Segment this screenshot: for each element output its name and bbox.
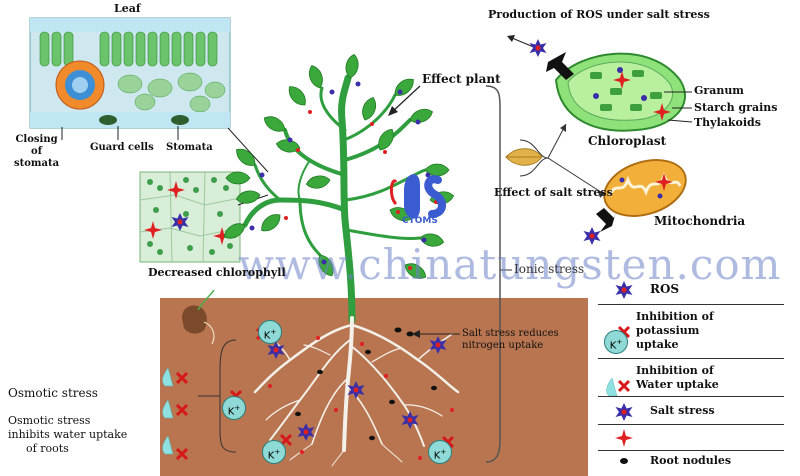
label-thylakoids: Thylakoids	[694, 116, 761, 129]
k-ion-1: K+	[258, 320, 282, 344]
legend-k-ion: K+	[604, 330, 628, 354]
k-ion-2: K+	[222, 396, 246, 420]
legend-water-label: Inhibition of Water uptake	[636, 364, 719, 391]
legend-salt-label: Salt stress	[650, 404, 715, 417]
plant-stress-markers	[249, 81, 438, 270]
label-salt-stress-nitrogen: Salt stress reduces nitrogen uptake	[462, 328, 559, 351]
pointer-leaf-plant	[227, 127, 269, 173]
label-effect-salt-stress: Effect of salt stress	[494, 186, 613, 199]
label-osmotic-stress: Osmotic stress	[8, 386, 98, 400]
k-ion-3: K+	[262, 440, 286, 464]
mitochondria-illustration	[603, 159, 687, 217]
nitrogen-pointer	[412, 330, 460, 338]
legend-potassium-label: Inhibition of potassium uptake	[636, 310, 714, 351]
label-mitochondria: Mitochondria	[654, 214, 746, 228]
legend-ros-label: ROS	[650, 282, 680, 296]
label-stomata: Stomata	[166, 142, 213, 153]
soil-region	[160, 298, 588, 476]
legend-divider-5	[598, 450, 784, 451]
bulb-icon	[182, 289, 215, 345]
legend-divider-3	[598, 396, 784, 397]
label-production-ros: Production of ROS under salt stress	[488, 8, 710, 21]
water-drop-1	[162, 367, 174, 387]
pointer-thylakoids	[667, 119, 693, 123]
legend-divider-2	[598, 358, 784, 359]
water-x-3	[175, 447, 189, 461]
label-chloroplast: Chloroplast	[588, 134, 667, 148]
label-starch-grains: Starch grains	[694, 101, 778, 114]
watermark-text: www.chinatungsten.com	[238, 240, 782, 289]
root-ros-markers	[267, 336, 454, 460]
leaf-cross-section	[29, 17, 231, 129]
label-leaf: Leaf	[114, 2, 141, 15]
label-granum: Granum	[694, 84, 744, 97]
ros-icon-top	[529, 39, 547, 57]
water-x-1	[175, 371, 189, 385]
legend-water-x	[617, 379, 631, 393]
legend-divider-4	[598, 424, 784, 425]
ros-arrow-chloroplast	[546, 52, 574, 80]
label-decreased-chlorophyll: Decreased chlorophyll	[148, 266, 286, 279]
legend-divider-1	[598, 304, 784, 305]
osmotic-brace	[219, 339, 237, 453]
chloroplast-illustration	[554, 52, 687, 132]
label-effect-plant: Effect plant	[422, 72, 501, 86]
root-nodules	[295, 327, 437, 441]
ctoms-logo	[389, 174, 446, 219]
legend-water-drop	[606, 377, 618, 397]
effect-plant-arrow	[388, 85, 421, 116]
label-guard-cells: Guard cells	[90, 142, 154, 153]
legend-salt-icon	[615, 403, 633, 421]
small-leaf-icon	[505, 148, 543, 166]
water-drop-2	[162, 399, 174, 419]
legend-ion-icon	[615, 429, 633, 447]
k-ion-4: K+	[428, 440, 452, 464]
label-ionic-stress: Ionic stress	[514, 262, 585, 276]
label-closing-of-stomata: Closing of stomata	[14, 134, 60, 169]
chlorophyll-cells	[139, 171, 241, 263]
legend-nodule-icon	[620, 458, 628, 464]
logo-text: CTOMS	[402, 216, 438, 226]
water-x-2	[175, 403, 189, 417]
ros-arrow-mitochondria	[596, 208, 616, 232]
plant-bracket	[485, 85, 501, 463]
legend-nodules-label: Root nodules	[650, 454, 732, 467]
water-drop-3	[162, 435, 174, 455]
salt-stress-brace	[519, 123, 605, 198]
label-osmotic-desc: Osmotic stress inhibits water uptake of …	[8, 414, 128, 455]
